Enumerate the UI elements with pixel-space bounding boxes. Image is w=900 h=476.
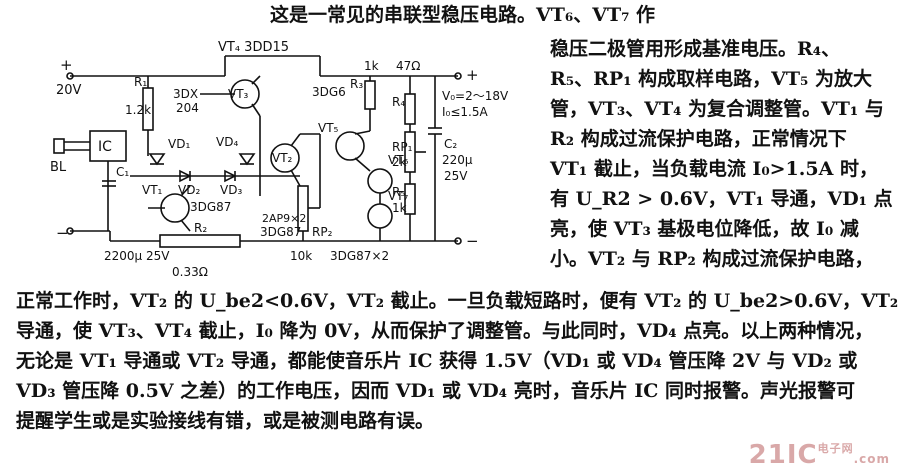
label-ap: 2AP9×2 — [262, 212, 306, 225]
label-r5val: 1k — [392, 201, 407, 215]
watermark-main: 21IC — [748, 440, 818, 470]
label-c1: C₁ — [116, 165, 129, 179]
label-c2val: 220μ — [442, 153, 473, 167]
right-line: 亮，使 VT₃ 基极电位降低，故 I₀ 减 — [550, 218, 859, 240]
full-line: 无论是 VT₁ 导通或 VT₂ 导通，都能使音乐片 IC 获得 1.5V（VD₁… — [16, 350, 858, 372]
label-c2: C₂ — [444, 137, 457, 151]
label-r2val: 0.33Ω — [172, 265, 208, 279]
label-r1-name: R₁ — [134, 75, 147, 89]
full-line: 导通，使 VT₃、VT₄ 截止，I₀ 降为 0V，从而保护了调整管。与此同时，V… — [16, 320, 874, 342]
full-line: VD₃ 管压降 0.5V 之差）的工作电压，因而 VD₁ 或 VD₄ 亮时，音乐… — [16, 380, 855, 402]
label-dx2: 204 — [176, 101, 199, 115]
right-line: R₂ 构成过流保护电路，正常情况下 — [550, 128, 847, 150]
label-plus-out: + — [466, 66, 479, 84]
label-io: I₀≤1.5A — [442, 105, 488, 119]
label-r3: R₃ — [350, 77, 363, 91]
right-line: R₅、RP₁ 构成取样电路，VT₅ 为放大 — [550, 68, 872, 90]
right-line: 有 U_R2 > 0.6V，VT₁ 导通，VD₁ 点 — [550, 188, 893, 210]
label-rp2val: 10k — [290, 249, 312, 263]
label-dg87x2: 3DG87×2 — [330, 249, 389, 263]
header-text: 这是一常见的串联型稳压电路。VT₆、VT₇ 作 — [270, 4, 656, 26]
label-r2: R₂ — [194, 221, 207, 235]
label-bl: BL — [50, 160, 67, 175]
label-47ohm: 47Ω — [396, 59, 420, 73]
label-dg87b: 3DG87 — [260, 225, 301, 239]
label-vt5: VT₅ — [318, 121, 339, 135]
label-vd4: VD₄ — [216, 135, 238, 149]
label-vo: V₀=2～18V — [442, 89, 509, 103]
label-r4: R₄ — [392, 95, 405, 109]
label-plus-in: + — [60, 56, 73, 74]
label-rp1val: 2k — [392, 155, 407, 169]
label-c1val: 2200μ 25V — [104, 249, 170, 263]
label-vt1: VT₁ — [142, 183, 163, 197]
label-c2v: 25V — [444, 169, 468, 183]
label-ic: IC — [98, 139, 112, 155]
label-vt6: VT₆ — [388, 153, 409, 167]
label-vd3: VD₃ — [220, 183, 242, 197]
label-vt3: VT₃ — [228, 87, 249, 101]
right-line: VT₁ 截止，当负载电流 I₀>1.5A 时， — [550, 158, 878, 180]
label-1k: 1k — [364, 59, 379, 73]
label-dg6: 3DG6 — [312, 85, 346, 99]
label-minus-in: − — [56, 224, 69, 242]
label-dg87a: 3DG87 — [190, 200, 231, 214]
label-vt4: VT₄ 3DD15 — [218, 40, 289, 55]
label-vt2: VT₂ — [272, 151, 293, 165]
right-line: 稳压二极管用形成基准电压。R₄、 — [550, 38, 841, 60]
label-vt7: VT₇ — [388, 189, 409, 203]
label-rp2: RP₂ — [312, 225, 333, 239]
watermark-com: .com — [853, 452, 890, 466]
label-r1: 1.2k — [125, 103, 151, 117]
label-vd2: VD₂ — [178, 183, 200, 197]
right-line: 小。VT₂ 与 RP₂ 构成过流保护电路， — [550, 248, 874, 270]
label-r5: R₅ — [392, 185, 405, 199]
full-line: 正常工作时，VT₂ 的 U_be2<0.6V，VT₂ 截止。一旦负载短路时，便有… — [16, 290, 899, 312]
label-vin: 20V — [56, 83, 82, 98]
circuit-diagram: + 20V − VT₄ 3DD15 VT₃ R₁ 1.2k 3DX 204 IC… — [50, 40, 509, 279]
watermark-sub: 电子网 — [817, 442, 854, 455]
label-minus-out: − — [466, 232, 479, 250]
label-dx: 3DX — [173, 87, 198, 101]
right-line: 管，VT₃、VT₄ 为复合调整管。VT₁ 与 — [550, 98, 884, 120]
watermark-logo: 21IC电子网.com — [749, 440, 890, 470]
label-rp1: RP₁ — [392, 140, 413, 154]
label-vd1: VD₁ — [168, 137, 190, 151]
full-line: 提醒学生或是实验接线有错，或是被测电路有误。 — [16, 410, 435, 432]
